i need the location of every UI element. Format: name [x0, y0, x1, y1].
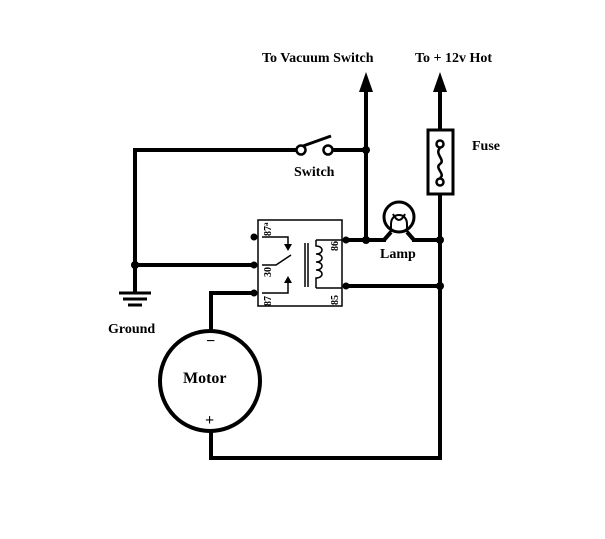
motor-minus-label: −	[206, 333, 215, 350]
relay: 87a 30 87 86 85	[250, 219, 350, 307]
relay-pin-87-label: 87	[263, 296, 274, 306]
switch-label: Switch	[294, 165, 335, 180]
junction-dot	[436, 282, 444, 290]
hot-12v-arrow	[433, 72, 447, 132]
ground-label: Ground	[108, 322, 155, 337]
to-12v-hot-label: To + 12v Hot	[415, 51, 492, 66]
relay-pin-85-label: 85	[330, 295, 341, 305]
relay-pin-86-label: 86	[330, 241, 341, 251]
to-vacuum-switch-label: To Vacuum Switch	[262, 51, 374, 66]
ground-symbol	[119, 291, 151, 307]
relay-terminal-87	[250, 289, 258, 297]
switch-symbol	[135, 134, 366, 156]
relay-body	[257, 219, 343, 307]
junction-dot	[436, 236, 444, 244]
lamp-symbol	[382, 200, 416, 242]
motor-plus-label: +	[205, 412, 214, 429]
fuse-label: Fuse	[472, 139, 500, 154]
motor-label: Motor	[183, 370, 227, 387]
lamp-label: Lamp	[380, 247, 416, 262]
relay-terminal-87a	[250, 233, 258, 241]
pin87-motor-wire	[209, 291, 252, 333]
junction-dot	[362, 146, 370, 154]
relay-pin-30-label: 30	[263, 267, 274, 277]
motor-plus-wire	[209, 431, 442, 460]
relay-pin-87a-label: 87a	[262, 222, 274, 236]
vacuum-switch-arrow	[359, 72, 373, 242]
junction-dot	[362, 236, 370, 244]
fuse-symbol	[426, 128, 455, 196]
relay-terminal-30	[250, 261, 258, 269]
